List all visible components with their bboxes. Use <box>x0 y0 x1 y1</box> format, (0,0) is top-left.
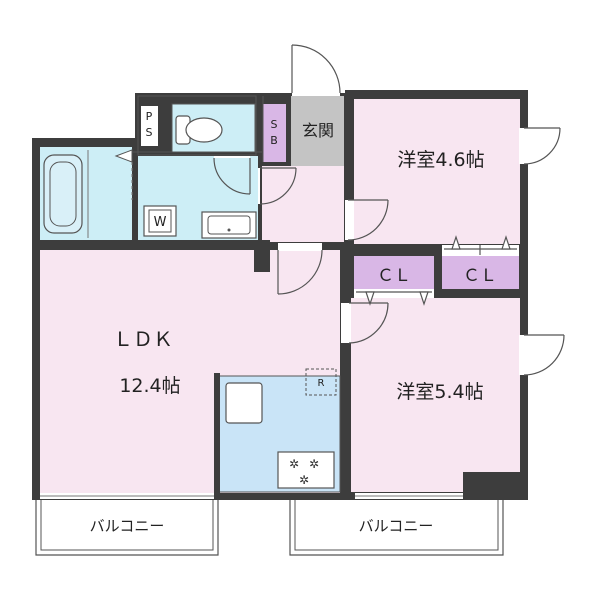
western-room-1-label: 洋室4.6帖 <box>397 149 484 171</box>
closet-2-label: ＣＬ <box>463 266 497 286</box>
washer-label: W <box>154 215 167 230</box>
pipe-space <box>141 106 158 146</box>
shoe-box-label-2: B <box>270 134 278 147</box>
stove-icon: ✲ ✲ ✲ <box>277 451 335 489</box>
washbasin-icon <box>201 211 257 239</box>
closet-2 <box>442 256 519 289</box>
western-room-2-label: 洋室5.4帖 <box>396 381 483 403</box>
interior-doors <box>213 44 565 376</box>
bathtub-icon <box>43 149 133 238</box>
ldk-size-label: 12.4帖 <box>119 375 180 397</box>
balcony-right-label: バルコニー <box>359 517 434 535</box>
pipe-space-label-2: S <box>146 126 153 139</box>
pipe-space-label: P <box>146 110 153 123</box>
closet-doors <box>354 235 519 306</box>
washer-icon: W <box>143 205 177 237</box>
shoe-box <box>263 104 286 162</box>
entrance-label: 玄関 <box>302 121 334 140</box>
shoe-box-label: S <box>271 118 278 131</box>
svg-text:✲: ✲ <box>309 457 319 471</box>
sink-icon <box>225 382 263 424</box>
closet-1 <box>354 256 434 289</box>
wall-stubs <box>214 240 528 500</box>
western-room-2 <box>351 298 520 492</box>
western-room-1 <box>354 99 520 244</box>
svg-text:✲: ✲ <box>289 457 299 471</box>
svg-text:✲: ✲ <box>299 473 309 487</box>
closet-1-label: ＣＬ <box>377 266 411 286</box>
entrance <box>291 96 344 168</box>
hallway <box>262 166 344 242</box>
toilet-icon <box>175 115 223 145</box>
balcony-left-label: バルコニー <box>90 517 165 535</box>
room-outlines <box>132 95 264 162</box>
ldk-label: ＬＤＫ <box>113 327 173 351</box>
balconies <box>35 493 504 556</box>
refrigerator-space: R <box>305 368 337 396</box>
refrigerator-label: R <box>318 378 325 389</box>
